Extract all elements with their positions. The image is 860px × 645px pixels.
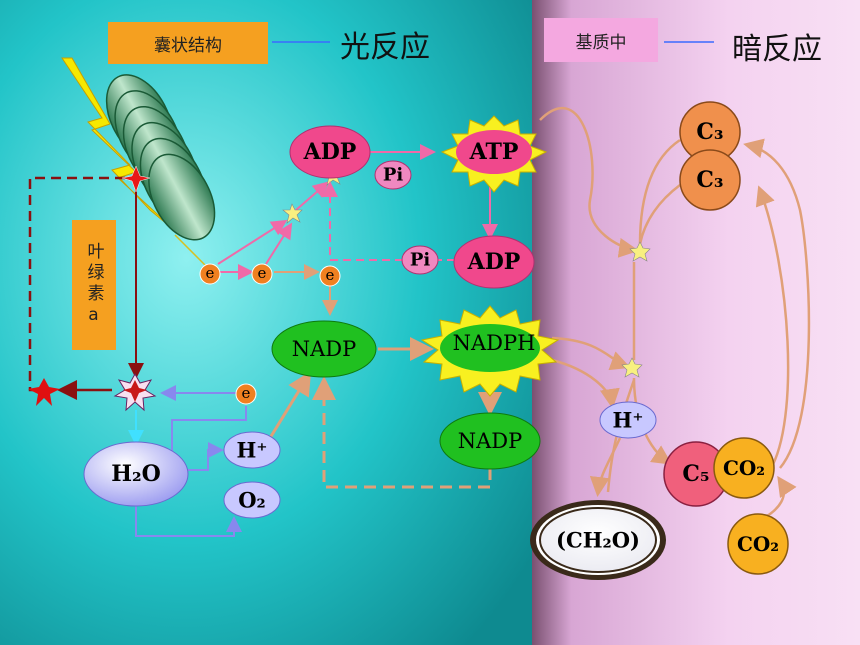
water-to-oxygen-path bbox=[135, 506, 242, 537]
c3b-to-spark-curve bbox=[638, 184, 681, 245]
stroma-label-box: 基质中 bbox=[544, 18, 658, 62]
nadp-bottom-label: NADP bbox=[457, 429, 523, 453]
nadp-left-label: NADP bbox=[291, 337, 357, 361]
adp-mid-label: ADP bbox=[467, 249, 521, 275]
c3-top-label: C₃ bbox=[696, 119, 724, 145]
electron-icon-4 bbox=[235, 383, 257, 405]
adp-top-label: ADP bbox=[303, 139, 357, 165]
electron-icon-1 bbox=[199, 263, 221, 285]
h-plus-right-label: H⁺ bbox=[612, 407, 644, 433]
nadph-label: NADPH bbox=[452, 331, 536, 355]
electron-path-line bbox=[174, 234, 206, 266]
pi-mid-label: Pi bbox=[409, 249, 431, 271]
pi-mid-ellipse bbox=[401, 245, 439, 275]
nadp-return-dashed bbox=[312, 376, 492, 489]
water-ellipse bbox=[83, 441, 189, 507]
co2-upper-label: CO₂ bbox=[722, 456, 766, 480]
h-plus-right-ellipse bbox=[599, 401, 657, 439]
electron-label-4: e bbox=[241, 384, 251, 402]
ch2o-label: (CH₂O) bbox=[556, 527, 640, 553]
atp-to-dark-curve bbox=[539, 106, 639, 258]
electron-label-3: e bbox=[325, 266, 335, 284]
dark-spark-icon-1 bbox=[629, 241, 651, 262]
atp-label: ATP bbox=[469, 139, 519, 165]
adp-mid-ellipse bbox=[453, 235, 535, 289]
h-plus-left-ellipse bbox=[223, 431, 281, 469]
electron-icon-3 bbox=[319, 265, 341, 287]
co2-lower-label: CO₂ bbox=[736, 532, 780, 556]
water-label: H₂O bbox=[111, 461, 161, 487]
spark-to-adp-arrow bbox=[295, 181, 330, 211]
h-plus-to-ch2o-curve bbox=[589, 437, 622, 497]
electron-label-1: e bbox=[205, 264, 215, 282]
electron2-to-spark-arrow bbox=[265, 222, 293, 265]
c3-bottom-label: C₃ bbox=[696, 167, 724, 193]
oxygen-label: O₂ bbox=[238, 487, 266, 513]
h-plus-left-label: H⁺ bbox=[236, 437, 268, 463]
nadph-to-h-plus-curve bbox=[551, 358, 620, 409]
excited-chlorophyll-star-icon bbox=[121, 165, 151, 193]
ch2o-ellipse bbox=[539, 507, 657, 573]
co2-to-c3-curve bbox=[743, 138, 811, 469]
water-to-electron-path bbox=[171, 406, 247, 452]
pi-top-label: Pi bbox=[382, 164, 404, 186]
water-to-h-plus-path bbox=[188, 442, 224, 471]
light-reaction-title: 光反应 bbox=[340, 30, 430, 65]
c5-label: C₅ bbox=[682, 461, 710, 487]
chlorophyll-a-label: 叶绿素a bbox=[72, 220, 116, 350]
electron-to-spark-arrow bbox=[217, 219, 288, 265]
oxidized-chlorophyll-star-icon bbox=[28, 378, 60, 406]
c3-to-spark-curve bbox=[638, 138, 681, 245]
water-splitting-star-icon bbox=[113, 372, 157, 412]
adp-top-ellipse bbox=[289, 125, 371, 179]
nadp-bottom-ellipse bbox=[439, 412, 541, 470]
oxygen-ellipse bbox=[223, 481, 281, 519]
dark-spark-icon-2 bbox=[621, 357, 643, 378]
c3-bottom-circle bbox=[679, 149, 741, 211]
h-plus-to-nadp-arrow bbox=[268, 370, 312, 439]
nadph-to-dark-curve bbox=[551, 336, 631, 371]
atp-core bbox=[456, 130, 532, 174]
reaction-spark-icon-1 bbox=[282, 203, 303, 224]
electron-icon-2 bbox=[251, 263, 273, 285]
dark-reaction-title: 暗反应 bbox=[732, 32, 822, 67]
thylakoid-label-box: 囊状结构 bbox=[108, 22, 268, 64]
electron-label-2: e bbox=[257, 264, 267, 282]
pi-top-ellipse bbox=[374, 160, 412, 190]
thylakoid-stack-icon bbox=[105, 74, 216, 241]
co2-upper-circle bbox=[713, 437, 775, 499]
nadp-left-ellipse bbox=[271, 320, 377, 378]
co2-to-c3b-curve bbox=[755, 185, 790, 471]
nadph-core bbox=[440, 324, 540, 372]
co2-lower-circle bbox=[727, 513, 789, 575]
